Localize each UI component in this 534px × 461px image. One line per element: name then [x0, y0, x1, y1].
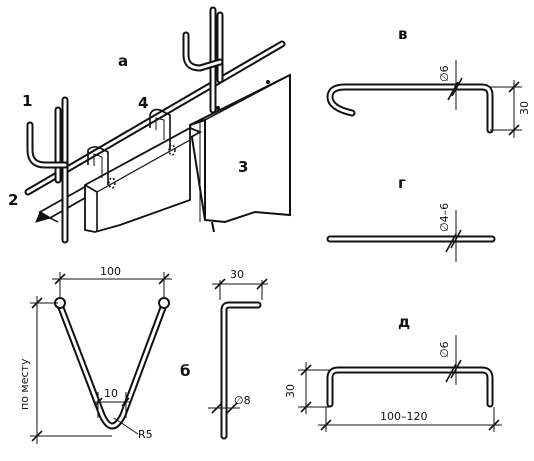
- d-height: 30: [284, 384, 297, 398]
- b-inner: 10: [104, 387, 118, 400]
- label-3: 3: [238, 158, 248, 176]
- b-radius: R5: [138, 428, 153, 441]
- b-width: 100: [100, 265, 121, 278]
- detail-b: 100 по месту 10 R5 б: [18, 265, 190, 444]
- v-height: 30: [518, 101, 531, 115]
- assembly-view-a: а 1 2 3 4: [8, 6, 291, 244]
- label-v: в: [398, 25, 408, 43]
- hook-rod-right: [182, 6, 224, 114]
- label-g: г: [398, 174, 406, 192]
- hook-rod-left: [26, 96, 69, 244]
- b-height: по месту: [18, 358, 31, 410]
- label-1: 1: [22, 92, 32, 110]
- detail-d: д ∅6 30 100–120: [284, 313, 502, 432]
- b2-width: 30: [230, 268, 244, 281]
- d-diam: ∅6: [438, 341, 451, 358]
- b2-diam: ∅8: [234, 394, 251, 407]
- label-b: б: [180, 362, 190, 380]
- label-4: 4: [138, 94, 148, 112]
- label-a: а: [118, 52, 128, 70]
- label-d: д: [398, 313, 410, 331]
- clamp-left: [87, 146, 116, 189]
- clamp-4: [149, 108, 176, 156]
- g-diam: ∅4–6: [438, 203, 451, 232]
- v-diam: ∅6: [438, 65, 451, 82]
- detail-b-rod: 30 ∅8: [208, 268, 268, 440]
- d-width: 100–120: [380, 410, 428, 423]
- label-2: 2: [8, 191, 18, 209]
- detail-v: в ∅6 30: [326, 25, 531, 138]
- detail-g: г ∅4–6: [326, 174, 496, 262]
- panel-middle: [84, 126, 191, 233]
